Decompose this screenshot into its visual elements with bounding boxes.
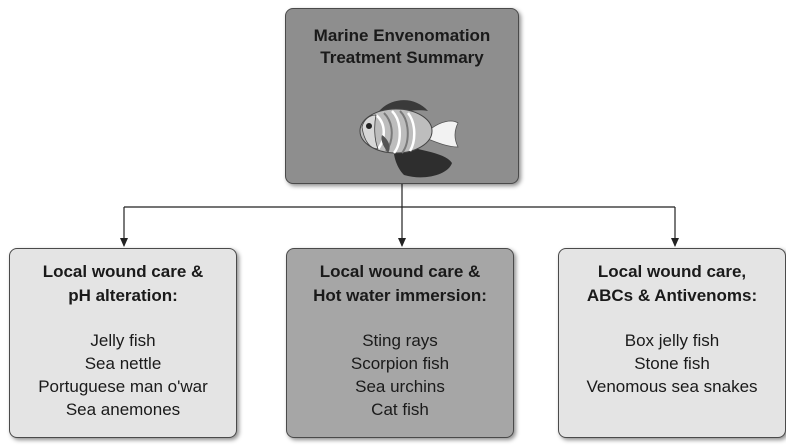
root-title-line-1: Marine Envenomation (313, 26, 491, 45)
category-title-line-1: Local wound care & (42, 262, 204, 281)
category-title: Local wound care & pH alteration: (10, 260, 236, 308)
category-title-line-1: Local wound care, (597, 262, 747, 281)
list-item: Sting rays (362, 331, 438, 350)
category-item-list: Box jelly fish Stone fish Venomous sea s… (559, 329, 785, 398)
category-box-ph-alteration: Local wound care & pH alteration: Jelly … (9, 248, 237, 438)
category-box-antivenoms: Local wound care, ABCs & Antivenoms: Box… (558, 248, 786, 438)
category-box-hot-water-immersion: Local wound care & Hot water immersion: … (286, 248, 514, 438)
list-item: Sea nettle (84, 354, 162, 373)
list-item: Jelly fish (90, 331, 156, 350)
list-item: Sea anemones (65, 400, 181, 419)
list-item: Cat fish (371, 400, 429, 419)
root-box: Marine Envenomation Treatment Summary (285, 8, 519, 184)
angelfish-icon (359, 100, 459, 178)
list-item: Box jelly fish (624, 331, 720, 350)
list-item: Portuguese man o'war (38, 377, 208, 396)
category-title: Local wound care & Hot water immersion: (287, 260, 513, 308)
category-title-line-1: Local wound care & (319, 262, 481, 281)
list-item: Scorpion fish (350, 354, 450, 373)
root-title-line-2: Treatment Summary (320, 48, 484, 67)
list-item: Stone fish (634, 354, 710, 373)
category-title-line-2: pH alteration: (68, 286, 178, 305)
category-title-line-2: ABCs & Antivenoms: (586, 286, 758, 305)
list-item: Venomous sea snakes (586, 377, 758, 396)
list-item: Sea urchins (355, 377, 445, 396)
root-title: Marine Envenomation Treatment Summary (286, 25, 518, 69)
category-title-line-2: Hot water immersion: (313, 286, 487, 305)
category-item-list: Sting rays Scorpion fish Sea urchins Cat… (287, 329, 513, 421)
category-title: Local wound care, ABCs & Antivenoms: (559, 260, 785, 308)
category-item-list: Jelly fish Sea nettle Portuguese man o'w… (10, 329, 236, 421)
